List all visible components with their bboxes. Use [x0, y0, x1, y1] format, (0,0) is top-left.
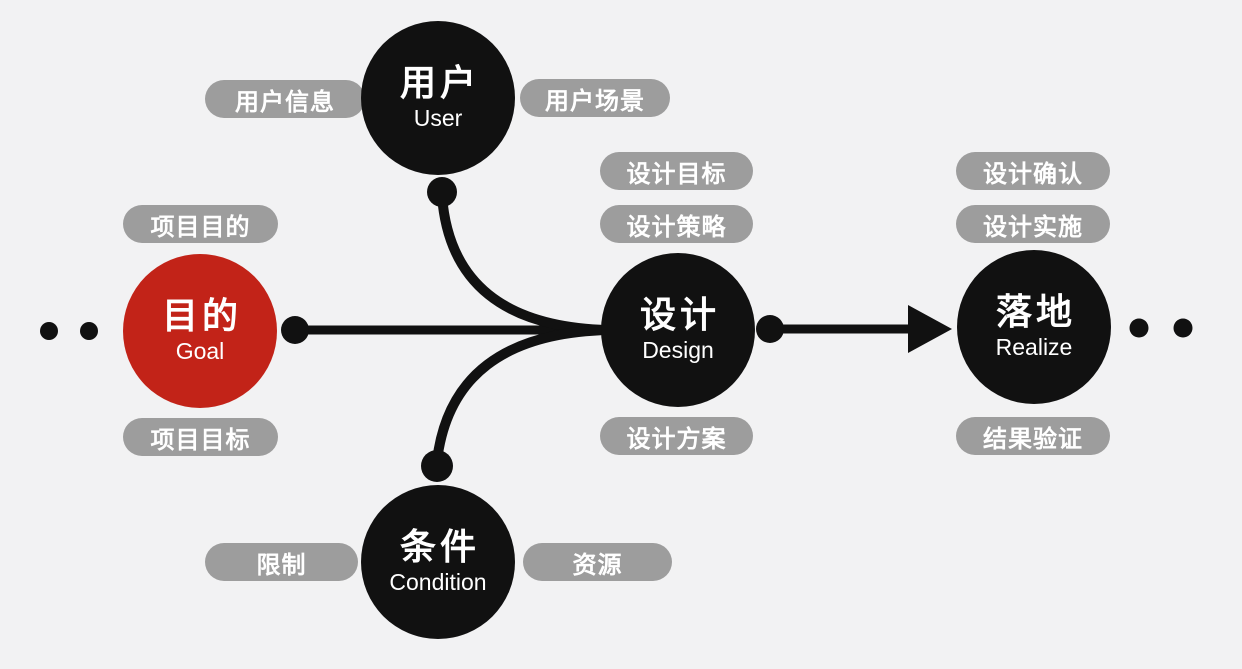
node-design-label-zh: 设计 — [639, 293, 720, 335]
edge-condition-design — [432, 325, 613, 466]
pill-goal-bottom: 项目目标 — [123, 418, 278, 456]
junction-dot-condition — [421, 450, 453, 482]
pill-user-right: 用户场景 — [520, 79, 670, 117]
node-condition: 条件 Condition — [361, 485, 515, 639]
pill-realize-top-1: 设计确认 — [956, 152, 1110, 190]
pill-condition-left: 限制 — [205, 543, 358, 581]
node-user: 用户 User — [361, 21, 515, 175]
arrowhead-icon — [908, 305, 952, 353]
node-design-label-en: Design — [642, 337, 714, 364]
junction-dot-goal — [281, 316, 309, 344]
node-condition-label-en: Condition — [389, 569, 487, 596]
node-realize-label-zh: 落地 — [995, 290, 1076, 332]
pill-design-bottom: 设计方案 — [600, 417, 753, 455]
ellipsis-dots-right — [1129, 318, 1193, 338]
junction-dot-design — [756, 315, 784, 343]
node-user-label-en: User — [413, 105, 463, 132]
pill-design-top-2: 设计策略 — [600, 205, 753, 243]
node-realize-label-en: Realize — [995, 334, 1073, 361]
node-goal: 目的 Goal — [123, 254, 277, 408]
pill-user-left: 用户信息 — [205, 80, 365, 118]
node-user-label-zh: 用户 — [399, 61, 480, 103]
node-goal-label-zh: 目的 — [161, 294, 242, 336]
pill-condition-right: 资源 — [523, 543, 672, 581]
pill-realize-top-2: 设计实施 — [956, 205, 1110, 243]
node-goal-label-en: Goal — [175, 338, 225, 365]
pill-design-top-1: 设计目标 — [600, 152, 753, 190]
junction-dot-user — [427, 177, 457, 207]
edge-user-design — [437, 191, 613, 335]
node-design: 设计 Design — [601, 253, 755, 407]
node-condition-label-zh: 条件 — [399, 525, 480, 567]
pill-realize-bottom: 结果验证 — [956, 417, 1110, 455]
node-realize: 落地 Realize — [957, 250, 1111, 404]
pill-goal-top: 项目目的 — [123, 205, 278, 243]
ellipsis-dots-left — [40, 322, 98, 340]
